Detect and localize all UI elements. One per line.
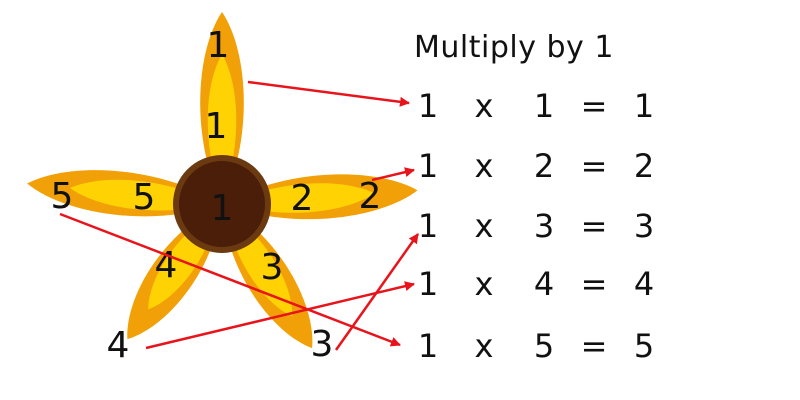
petal-lower-right-inner-number: 3 (261, 247, 284, 288)
petal-lower-left-outer-number: 4 (107, 325, 130, 366)
page-title: Multiply by 1 (414, 30, 614, 65)
equation-op: x (474, 265, 494, 303)
petal-right-inner-number: 2 (291, 178, 314, 219)
equation-eq: = (580, 147, 608, 185)
petal-top-outer-number: 1 (207, 25, 230, 66)
equation-op: x (474, 327, 494, 365)
equation-a: 1 (417, 87, 439, 125)
arrow-to-equation-4 (145, 281, 415, 350)
equation-result: 1 (633, 87, 655, 125)
petal-left-inner-number: 5 (133, 177, 156, 218)
equation-b: 3 (533, 207, 555, 245)
equation-eq: = (580, 327, 608, 365)
petal-top-inner-number: 1 (205, 106, 228, 147)
flower-center (179, 161, 265, 247)
equation-op: x (474, 87, 494, 125)
equation-op: x (474, 207, 494, 245)
equation-a: 1 (417, 207, 439, 245)
equation-b: 5 (533, 327, 555, 365)
arrow-to-equation-2 (371, 167, 415, 182)
equation-b: 2 (533, 147, 555, 185)
equation-b: 1 (533, 87, 555, 125)
petal-left-outer-number: 5 (51, 176, 74, 217)
equation-result: 2 (633, 147, 655, 185)
equation-result: 3 (633, 207, 655, 245)
equation-eq: = (580, 265, 608, 303)
equation-result: 4 (633, 265, 655, 303)
equation-a: 1 (417, 327, 439, 365)
equation-a: 1 (417, 147, 439, 185)
equation-eq: = (580, 87, 608, 125)
arrow-to-equation-1 (247, 80, 410, 107)
equation-a: 1 (417, 265, 439, 303)
arrow-to-equation-5 (59, 212, 401, 347)
equation-eq: = (580, 207, 608, 245)
equation-result: 5 (633, 327, 655, 365)
equation-b: 4 (533, 265, 555, 303)
equation-op: x (474, 147, 494, 185)
petal-lower-left-inner-number: 4 (155, 245, 178, 286)
petal-lower-right-outer-number: 3 (311, 324, 334, 365)
petal-right-outer-number: 2 (359, 176, 382, 217)
center-number: 1 (211, 188, 234, 229)
